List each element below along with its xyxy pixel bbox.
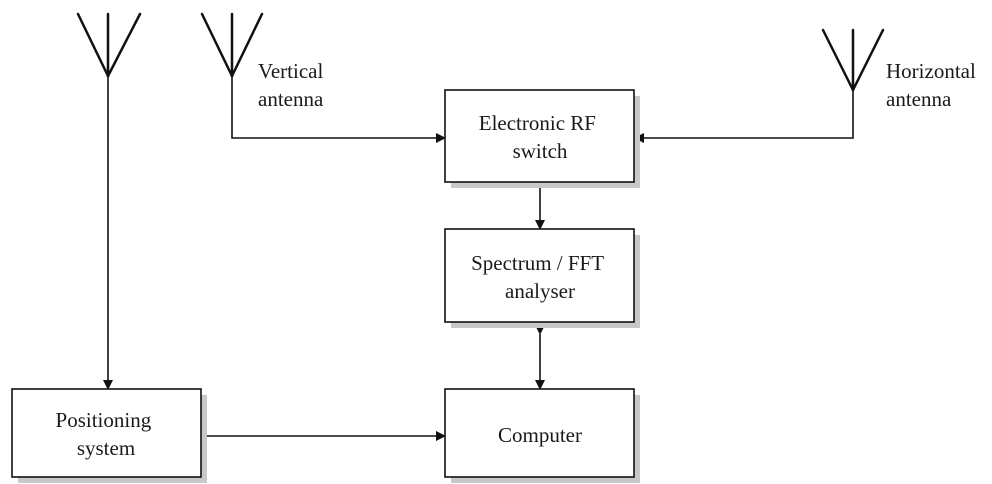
computer-box: Computer (444, 388, 640, 483)
positioning-system-box: Positioning system (11, 388, 207, 483)
vertical-antenna-to-switch-arrow (231, 76, 446, 143)
vertical-antenna-icon (200, 12, 264, 78)
horizontal-antenna-label: Horizontal antenna (886, 59, 981, 111)
spectrum-analyser-box: Spectrum / FFT analyser (444, 228, 640, 328)
computer-label: Computer (498, 423, 582, 447)
vertical-antenna-label: Vertical antenna (258, 59, 329, 111)
positioning-antenna-icon (76, 12, 142, 78)
horizontal-antenna-to-switch-arrow (634, 90, 854, 143)
positioning-system-label: Positioning system (56, 408, 157, 460)
spectrum-analyser-label: Spectrum / FFT analyser (471, 251, 609, 303)
horizontal-antenna-icon (821, 28, 885, 92)
connections (103, 76, 854, 441)
rf-switch-label: Electronic RF switch (479, 111, 601, 163)
rf-switch-box: Electronic RF switch (444, 89, 640, 188)
